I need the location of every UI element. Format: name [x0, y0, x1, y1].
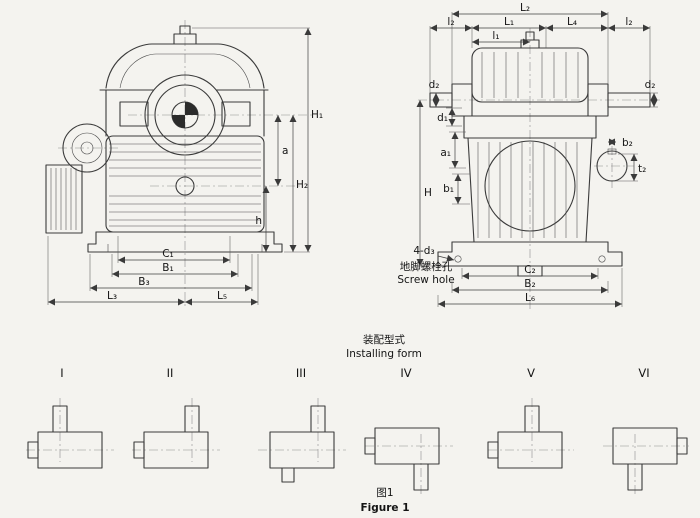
side-view: L₂ l₂ L₁ L₄ l₂ l₁ d₂ d₂ H [397, 2, 660, 312]
side-view-fins [477, 52, 579, 238]
dim-label-h-cap: H [424, 187, 432, 199]
dim-label-b1: B₁ [162, 262, 173, 274]
dim-label-d2-right: d₂ [645, 79, 656, 91]
side-view-bottom-dimensions: 4-d₃ 地脚螺栓孔 Screw hole C₂ B₂ L₆ [397, 245, 623, 308]
form-6-numeral: VI [638, 366, 649, 380]
figure-caption: 图1 Figure 1 [360, 487, 409, 514]
installing-form-5: V [487, 366, 574, 469]
dim-label-l3: L₃ [107, 290, 117, 302]
side-view-centerlines [418, 28, 660, 312]
form-2-numeral: II [167, 366, 174, 380]
dim-label-b3: B₃ [138, 276, 149, 288]
installing-form-4: IV [364, 366, 453, 496]
dim-label-a1: a₁ [440, 147, 451, 159]
installing-forms-row: I II III IV [26, 366, 689, 496]
form-3-numeral: III [296, 366, 306, 380]
front-view-dimensions: a H₂ H₁ h C₁ B₁ B₃ L₃ L₅ [47, 27, 323, 306]
dim-label-l2-right: l₂ [625, 16, 632, 28]
dim-label-l5: L₅ [217, 290, 227, 302]
dim-label-h: h [255, 215, 262, 227]
installing-form-title-zh: 装配型式 [363, 333, 405, 346]
side-view-top-dimensions: L₂ l₂ L₁ L₄ l₂ l₁ [429, 2, 651, 93]
installing-form-2: II [132, 366, 220, 469]
front-view: a H₂ H₁ h C₁ B₁ B₃ L₃ L₅ [45, 20, 323, 306]
dim-label-l1-small: l₁ [492, 30, 499, 42]
front-view-fins [50, 143, 261, 230]
screw-hole-label-zh: 地脚螺栓孔 [400, 260, 453, 273]
screw-hole-count-label: 4-d₃ [413, 245, 434, 257]
dim-label-b1-small: b₁ [443, 183, 454, 195]
dim-label-c2: C₂ [524, 264, 536, 276]
dim-label-l4: L₄ [567, 16, 577, 28]
dim-label-l6: L₆ [525, 292, 535, 304]
dim-label-l2-left: l₂ [447, 16, 454, 28]
dim-label-d2-left: d₂ [429, 79, 440, 91]
installing-form-title: 装配型式 Installing form [346, 333, 422, 360]
dim-label-c1: C₁ [162, 248, 174, 260]
form-4-numeral: IV [400, 366, 411, 380]
side-view-side-dimensions: d₂ d₂ H d₁ a₁ b₁ b₂ [416, 79, 658, 267]
dim-label-a: a [282, 145, 288, 157]
side-view-outline [429, 31, 651, 277]
figure-caption-zh: 图1 [376, 487, 393, 499]
front-view-outline [45, 25, 283, 253]
installing-form-title-en: Installing form [346, 348, 422, 360]
installing-form-3: III [258, 366, 346, 483]
screw-hole-label-en: Screw hole [397, 274, 454, 286]
form-1-numeral: I [60, 366, 63, 380]
installing-form-6: VI [603, 366, 689, 496]
figure-caption-en: Figure 1 [360, 502, 409, 514]
dim-label-h2: H₂ [296, 179, 308, 191]
form-5-numeral: V [527, 366, 535, 380]
installing-form-1: I [26, 366, 114, 469]
dim-label-l1-cap: L₁ [504, 16, 514, 28]
dim-label-b2-cap: B₂ [524, 278, 535, 290]
dim-label-l2-total: L₂ [520, 2, 530, 14]
front-view-centerlines [58, 20, 312, 306]
dim-label-b2: b₂ [622, 137, 633, 149]
dim-label-t2: t₂ [638, 163, 646, 175]
dim-label-d1: d₁ [437, 112, 448, 124]
dim-label-h1: H₁ [311, 109, 323, 121]
